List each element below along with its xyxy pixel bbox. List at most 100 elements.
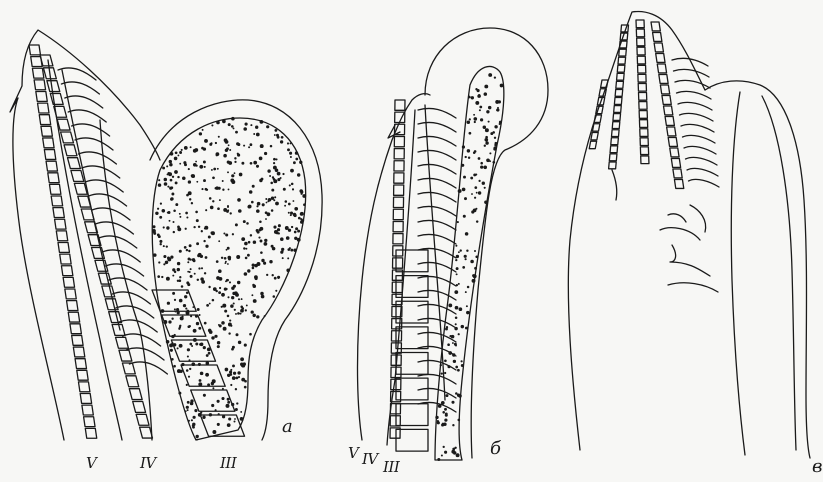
stipple-dot	[205, 256, 208, 259]
cell	[58, 243, 69, 253]
stipple-dot	[170, 179, 173, 182]
stipple-dot	[281, 250, 283, 252]
stipple-dot	[192, 426, 195, 429]
stipple-dot	[471, 193, 473, 195]
stipple-dot	[237, 153, 239, 155]
stipple-dot	[289, 152, 292, 155]
stipple-dot	[221, 257, 223, 259]
stipple-dot	[166, 245, 168, 247]
stipple-dot	[437, 458, 440, 461]
stipple-dot	[275, 158, 277, 160]
cell	[393, 221, 403, 231]
stipple-dot	[216, 260, 219, 263]
stipple-dot	[201, 280, 205, 284]
stipple-dot	[221, 306, 223, 308]
stipple-dot	[240, 411, 242, 413]
stipple-dot	[455, 366, 458, 369]
stipple-dot	[212, 430, 216, 434]
cell	[140, 427, 153, 438]
stipple-dot	[198, 267, 200, 269]
stipple-dot	[260, 120, 264, 124]
cell	[136, 414, 149, 425]
stipple-dot	[475, 208, 477, 210]
stipple-dot	[175, 203, 178, 206]
stipple-dot	[273, 226, 276, 229]
stipple-dot	[179, 213, 181, 215]
stipple-dot	[197, 308, 200, 311]
cell	[48, 173, 59, 183]
stipple-dot	[265, 211, 268, 214]
stipple-dot	[485, 141, 488, 144]
rib	[675, 80, 710, 88]
stipple-dot	[221, 397, 224, 400]
stipple-dot	[204, 272, 206, 274]
stipple-dot	[196, 219, 199, 222]
rib	[418, 178, 456, 188]
cell	[50, 94, 63, 105]
stipple-dot	[231, 174, 234, 177]
stipple-dot	[478, 180, 480, 182]
stipple-dot	[264, 152, 267, 155]
rib	[418, 220, 456, 230]
stipple-dot	[196, 435, 199, 438]
stipple-dot	[255, 277, 258, 280]
stipple-dot	[492, 161, 495, 164]
stipple-dot	[153, 253, 157, 257]
stipple-dot	[179, 326, 181, 328]
rib	[686, 157, 718, 165]
stipple-dot	[484, 85, 488, 89]
panel-a-letter: а	[282, 418, 293, 436]
stipple-dot	[177, 154, 179, 156]
cell	[67, 301, 78, 311]
stipple-dot	[488, 106, 491, 109]
cell	[674, 180, 683, 189]
stipple-dot	[201, 267, 203, 269]
stipple-dot	[228, 123, 231, 126]
stipple-dot	[274, 196, 276, 198]
cell	[653, 33, 662, 42]
stipple-dot	[168, 211, 171, 214]
stipple-dot	[229, 320, 231, 322]
stipple-dot	[473, 117, 477, 121]
panel-c-squiggle-1	[612, 170, 617, 200]
stipple-dot	[236, 255, 240, 259]
stipple-dot	[447, 343, 450, 346]
stipple-dot	[232, 346, 235, 349]
stipple-dot	[228, 144, 230, 146]
cell	[673, 169, 682, 178]
panel-a-primordium-III	[152, 118, 305, 440]
stipple-dot	[244, 344, 247, 347]
stipple-dot	[292, 188, 294, 190]
stipple-dot	[241, 298, 243, 300]
stipple-dot	[291, 183, 294, 186]
stipple-dot	[215, 187, 218, 190]
cell	[78, 382, 89, 392]
stipple-dot	[179, 151, 182, 154]
stipple-dot	[293, 249, 296, 252]
stipple-dot	[473, 274, 477, 278]
panel-a-label-IV: IV	[140, 456, 156, 471]
cell	[636, 29, 644, 37]
stipple-dot	[240, 357, 244, 361]
stipple-dot	[224, 257, 227, 260]
stipple-dot	[263, 262, 266, 265]
stipple-dot	[159, 243, 161, 245]
stipple-dot	[226, 288, 228, 290]
stipple-dot	[159, 216, 162, 219]
rib	[418, 150, 456, 160]
stipple-dot	[168, 320, 171, 323]
stipple-dot	[300, 193, 302, 195]
stipple-dot	[186, 281, 189, 284]
stipple-dot	[234, 418, 236, 420]
stipple-dot	[452, 342, 454, 344]
stipple-dot	[185, 308, 187, 310]
stipple-dot	[458, 283, 460, 285]
stipple-dot	[451, 401, 454, 404]
panel-b-stipple	[435, 73, 503, 461]
stipple-dot	[264, 242, 268, 246]
stipple-dot	[280, 237, 284, 241]
stipple-dot	[445, 412, 448, 415]
stipple-dot	[219, 287, 221, 289]
cell	[116, 337, 129, 348]
stipple-dot	[251, 294, 253, 296]
